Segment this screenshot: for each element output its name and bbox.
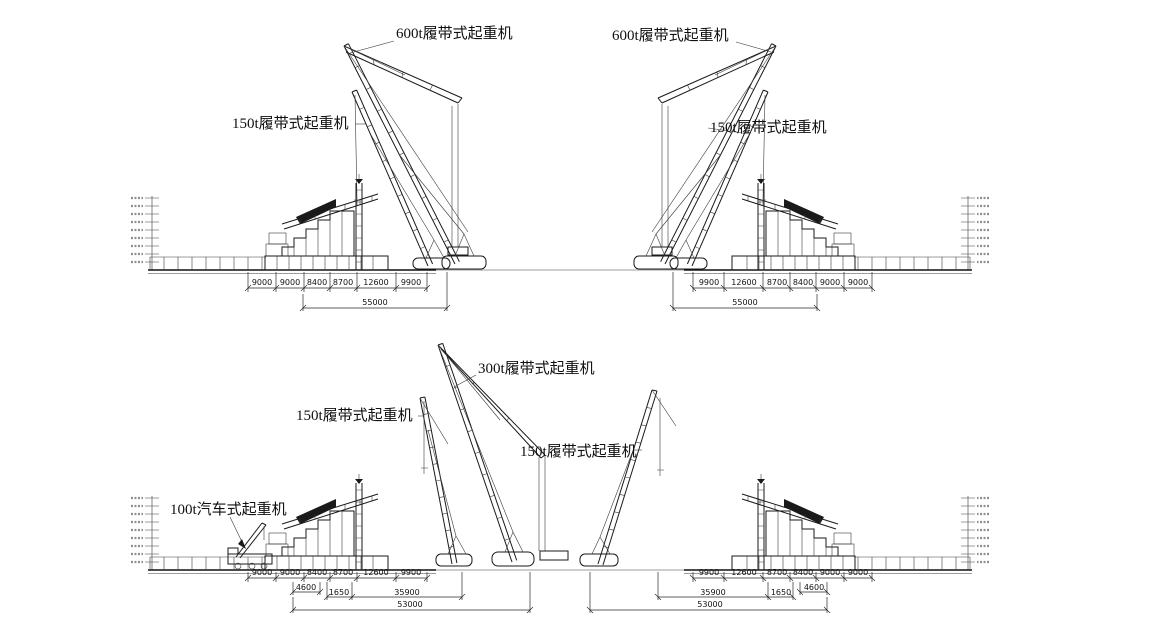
upper-dim-right-4: 9000 xyxy=(820,278,840,287)
lower-subdim-left-2: 35900 xyxy=(394,588,419,597)
upper-dim-left-5: 9900 xyxy=(401,278,421,287)
upper-elevation-half xyxy=(131,43,487,312)
lower-total-right: 53000 xyxy=(697,600,722,609)
lower-dim-right-0: 9900 xyxy=(699,568,719,577)
upper-dim-right-0: 9900 xyxy=(699,278,719,287)
lower-subdim-right-2: 4600 xyxy=(804,583,824,592)
crane-150t-lower-left xyxy=(419,396,473,567)
lower-total-left: 53000 xyxy=(397,600,422,609)
label-150t-crane-upper-left: 150t履带式起重机 xyxy=(232,115,349,132)
grandstand xyxy=(264,174,389,271)
label-600t-crane-right: 600t履带式起重机 xyxy=(612,27,729,44)
lower-dim-right-3: 8400 xyxy=(793,568,813,577)
dimension-chain xyxy=(244,272,451,312)
grandstand xyxy=(264,474,389,571)
arrowhead-icon xyxy=(238,539,246,549)
crane-300t xyxy=(437,342,569,567)
crane-150t xyxy=(351,89,451,270)
upper-total-right: 55000 xyxy=(732,298,757,307)
lower-dim-left-0: 9000 xyxy=(252,568,272,577)
lower-dim-left-4: 12600 xyxy=(363,568,388,577)
lower-subdim-left-1: 1650 xyxy=(329,588,349,597)
lower-dim-left-2: 8400 xyxy=(307,568,327,577)
label-leaders xyxy=(229,40,772,549)
crane-100t-truck xyxy=(227,522,273,570)
label-150t-crane-lower-right: 150t履带式起重机 xyxy=(520,443,637,460)
upper-dim-left-3: 8700 xyxy=(333,278,353,287)
lower-dim-left-5: 9900 xyxy=(401,568,421,577)
lower-dim-right-4: 9000 xyxy=(820,568,840,577)
lower-dim-left-1: 9000 xyxy=(280,568,300,577)
lower-dim-left-3: 8700 xyxy=(333,568,353,577)
upper-dim-right-3: 8400 xyxy=(793,278,813,287)
upper-dim-left-4: 12600 xyxy=(363,278,388,287)
dimension-chain xyxy=(244,572,534,614)
upper-dim-right-5: 9000 xyxy=(848,278,868,287)
lower-dim-right-5: 9000 xyxy=(848,568,868,577)
upper-dim-right-1: 12600 xyxy=(731,278,756,287)
label-150t-crane-upper-right: 150t履带式起重机 xyxy=(710,119,827,136)
label-150t-crane-lower-left: 150t履带式起重机 xyxy=(296,407,413,424)
upper-dim-right-2: 8700 xyxy=(767,278,787,287)
label-300t-crane: 300t履带式起重机 xyxy=(478,360,595,377)
label-100t-truck-crane: 100t汽车式起重机 xyxy=(170,501,287,518)
elevation-marker xyxy=(131,196,159,270)
lower-dim-right-2: 8700 xyxy=(767,568,787,577)
lower-dim-right-1: 12600 xyxy=(731,568,756,577)
lower-subdim-right-0: 35900 xyxy=(700,588,725,597)
crane-150t-lower-right xyxy=(579,389,677,567)
elevation-marker xyxy=(131,496,159,570)
upper-total-left: 55000 xyxy=(362,298,387,307)
upper-dim-left-1: 9000 xyxy=(280,278,300,287)
lower-subdim-left-0: 4600 xyxy=(296,583,316,592)
ground-line xyxy=(148,256,436,274)
lower-subdim-right-1: 1650 xyxy=(771,588,791,597)
upper-dim-left-2: 8400 xyxy=(307,278,327,287)
upper-dim-left-0: 9000 xyxy=(252,278,272,287)
label-600t-crane-left: 600t履带式起重机 xyxy=(396,25,513,42)
crane-600t xyxy=(343,43,487,270)
